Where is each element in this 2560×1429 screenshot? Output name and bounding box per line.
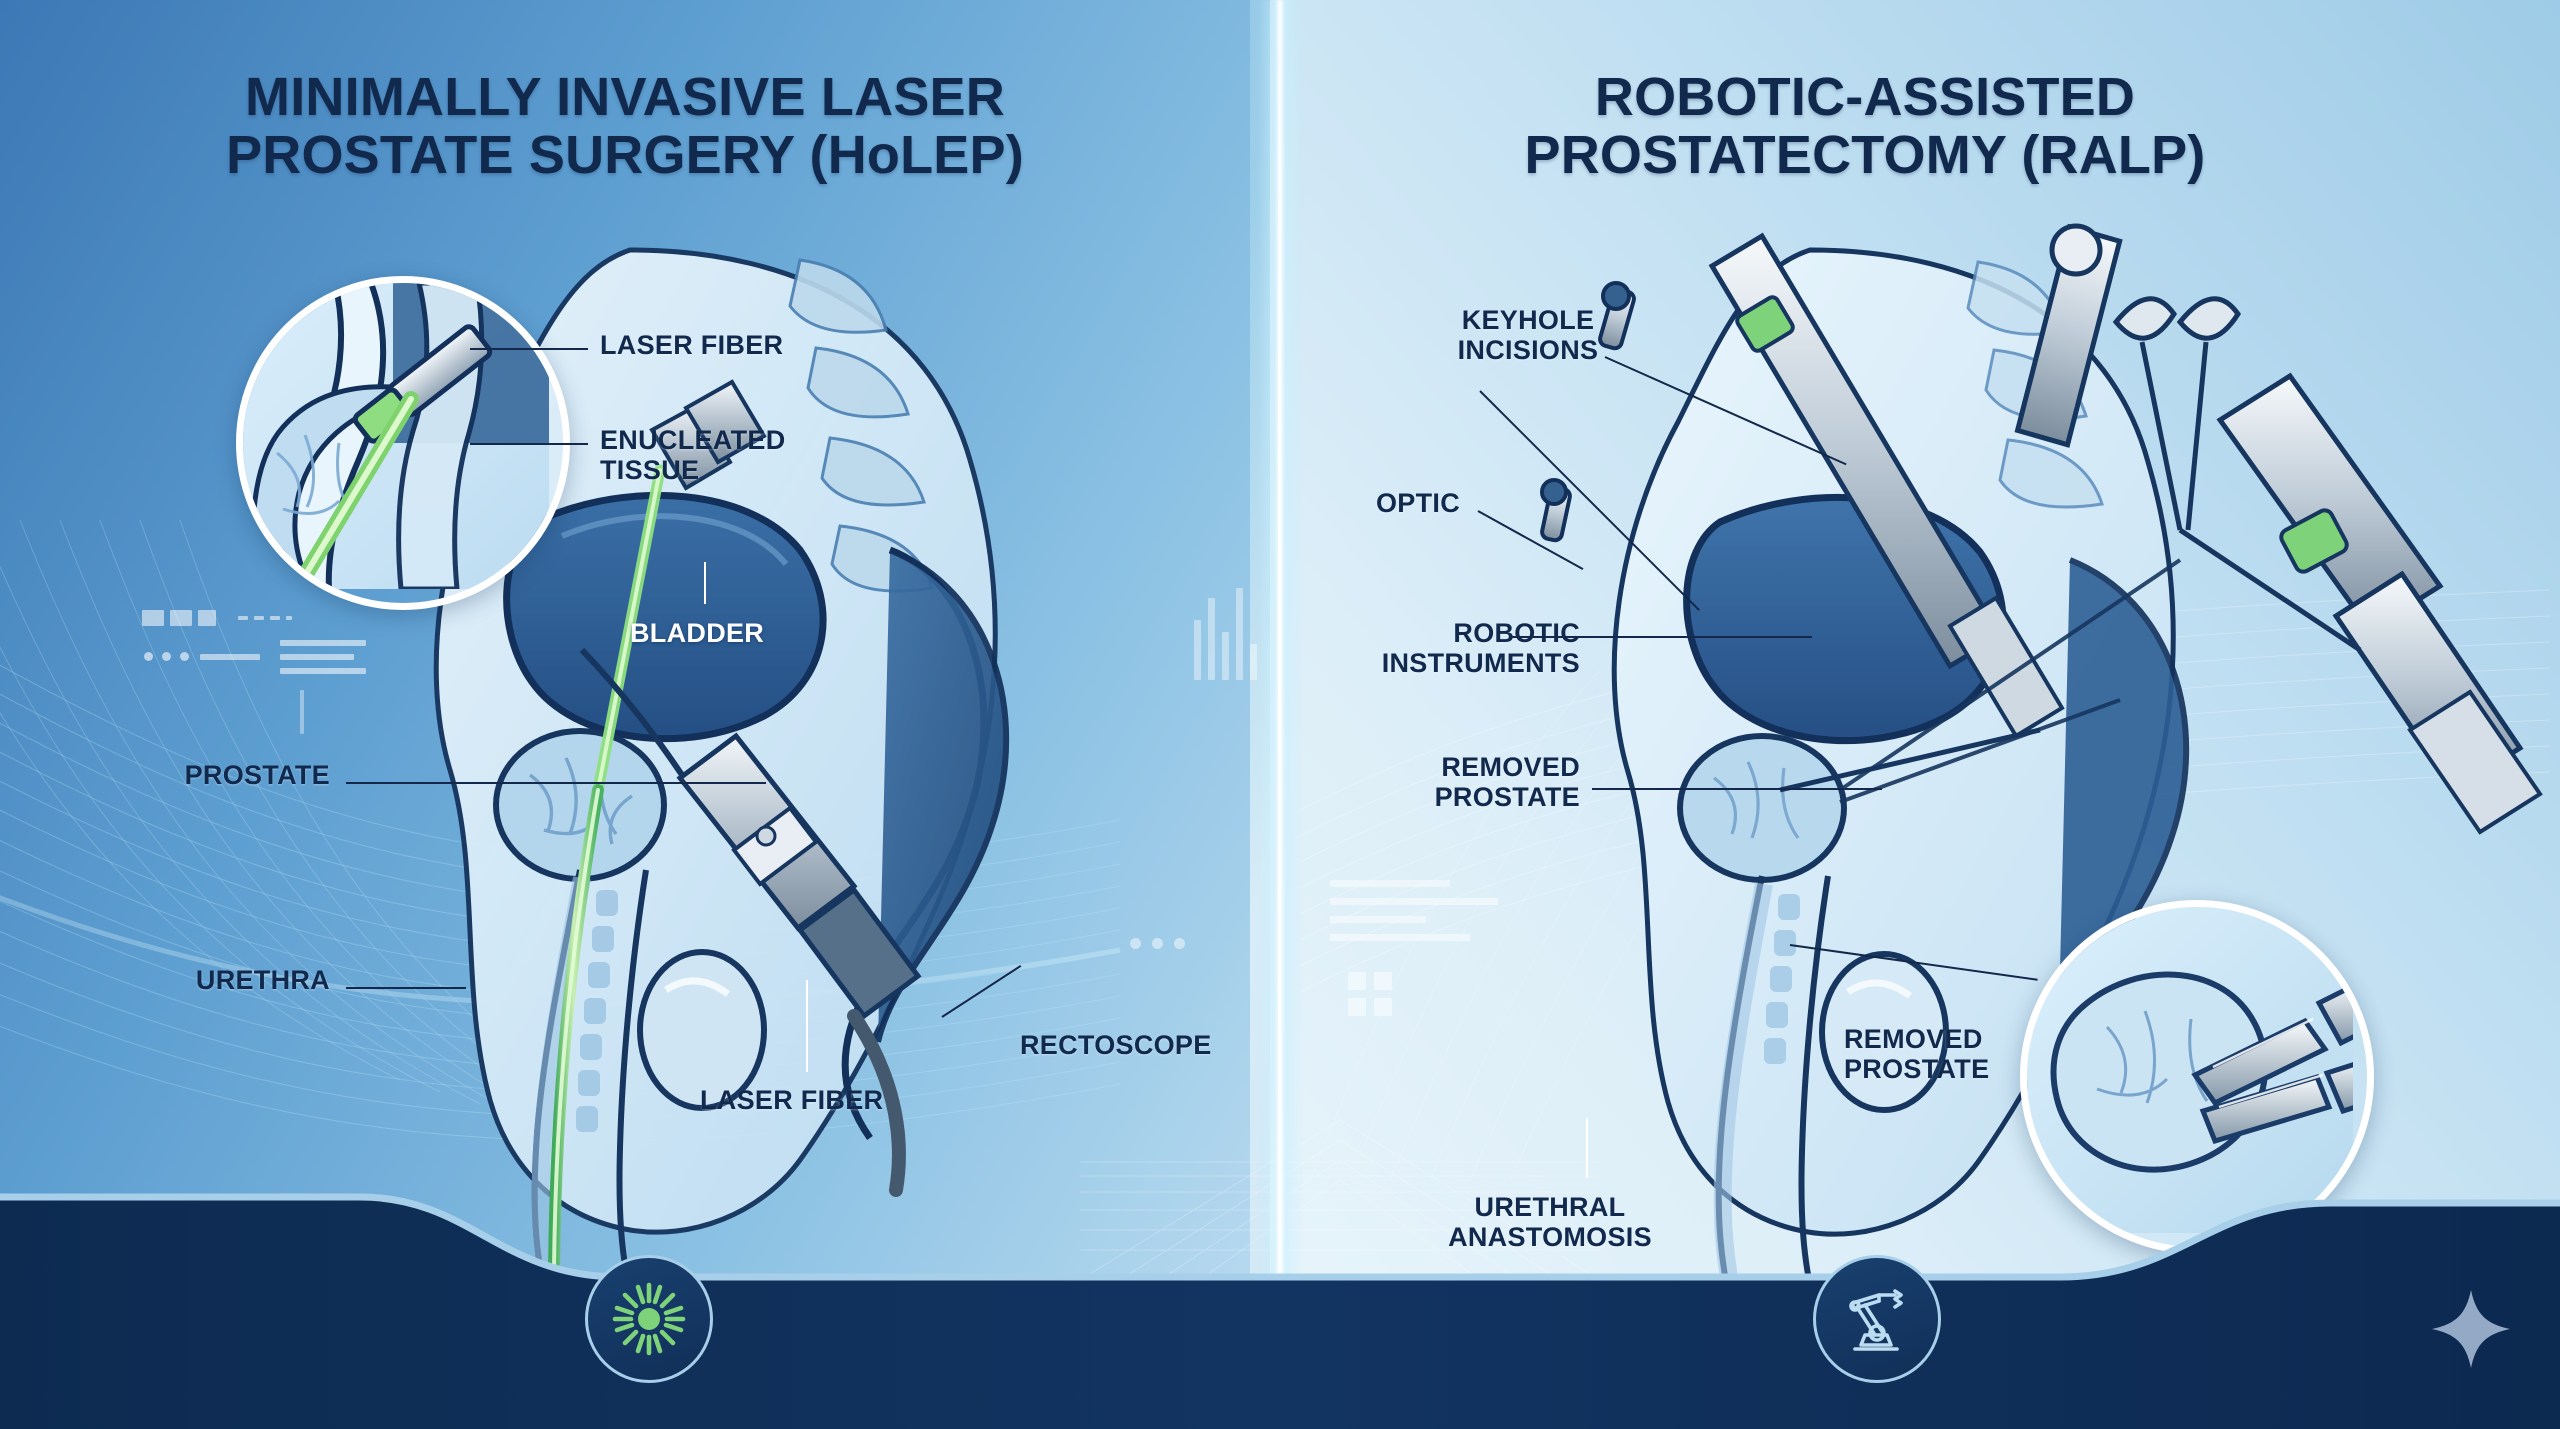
robotic-instrument-b bbox=[2014, 223, 2123, 448]
trocar-port-lower bbox=[1540, 478, 1572, 543]
label-laser-fiber-main: LASER FIBER bbox=[700, 1085, 884, 1115]
robotic-scissors bbox=[2112, 296, 2242, 531]
right-anatomy-illustration bbox=[1480, 223, 2543, 1295]
left-anatomy-illustration bbox=[330, 230, 1290, 1293]
removed-prostate-detail-inset bbox=[2020, 900, 2374, 1254]
left-panel-title: MINIMALLY INVASIVE LASER PROSTATE SURGER… bbox=[120, 68, 1130, 185]
right-title-line-2: PROSTATECTOMY (RALP) bbox=[1524, 125, 2206, 186]
robot-arm-badge bbox=[1813, 1255, 1941, 1383]
left-title-line-1: MINIMALLY INVASIVE LASER bbox=[245, 67, 1005, 127]
laser-fiber-detail-inset bbox=[236, 276, 570, 610]
label-prostate: PROSTATE bbox=[184, 760, 330, 790]
leader-prostate bbox=[346, 782, 766, 784]
label-enucleated-tissue: ENUCLEATED TISSUE bbox=[600, 425, 786, 486]
footer-wave-bar bbox=[0, 1159, 2560, 1429]
leader-laser-fiber-inset bbox=[470, 348, 588, 350]
robot-arm-icon bbox=[1849, 1289, 1903, 1351]
label-removed-prostate: REMOVED PROSTATE bbox=[1434, 752, 1580, 813]
label-urethral-anastomosis: URETHRAL ANASTOMOSIS bbox=[1448, 1192, 1652, 1253]
laser-burst-icon bbox=[612, 1282, 686, 1356]
label-robotic-instruments: ROBOTIC INSTRUMENTS bbox=[1381, 618, 1580, 679]
label-removed-prostate-inset: REMOVED PROSTATE bbox=[1844, 1024, 1990, 1085]
right-title-line-1: ROBOTIC-ASSISTED bbox=[1594, 67, 2136, 127]
robotic-arm-cluster bbox=[2178, 372, 2543, 835]
sparkle-icon bbox=[2430, 1288, 2512, 1375]
leader-bladder bbox=[704, 562, 706, 604]
label-optic: OPTIC bbox=[1375, 488, 1460, 518]
leader-laser-fiber-main bbox=[806, 980, 808, 1072]
leader-removed-prostate bbox=[1592, 788, 1882, 790]
robotic-instrument-a bbox=[1708, 232, 2065, 793]
label-urethra: URETHRA bbox=[195, 965, 330, 995]
trocar-port-upper bbox=[1598, 281, 1636, 351]
label-keyhole-incisions: KEYHOLE INCISIONS bbox=[1457, 305, 1599, 366]
leader-urethral-anastomosis bbox=[1586, 1118, 1588, 1178]
leader-robotic-instruments bbox=[1512, 636, 1812, 638]
label-rectoscope: RECTOSCOPE bbox=[1020, 1030, 1212, 1060]
laser-burst-badge bbox=[585, 1255, 713, 1383]
label-laser-fiber-inset: LASER FIBER bbox=[600, 330, 784, 360]
right-panel-title: ROBOTIC-ASSISTED PROSTATECTOMY (RALP) bbox=[1330, 68, 2400, 185]
label-bladder: BLADDER bbox=[630, 618, 765, 648]
leader-urethra bbox=[346, 987, 466, 989]
leader-enucleated-tissue bbox=[470, 443, 588, 445]
left-title-line-2: PROSTATE SURGERY (HoLEP) bbox=[226, 125, 1024, 186]
